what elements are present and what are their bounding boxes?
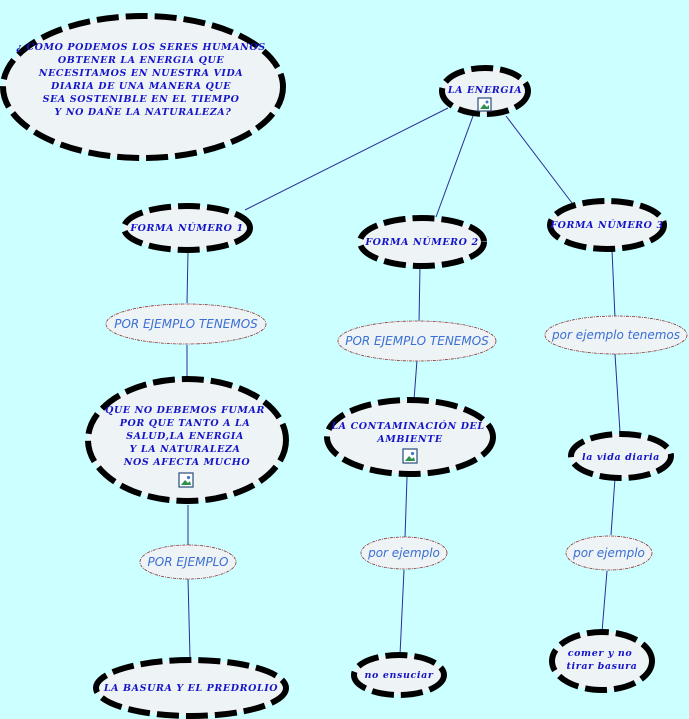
form-3-node[interactable]: FORMA NÚMERO 3: [547, 198, 667, 252]
form-1-link-2-label: POR EJEMPLO: [148, 555, 229, 569]
form-1-link-2[interactable]: POR EJEMPLO: [139, 544, 237, 580]
form-2-leaf-text: no ensuciar: [365, 670, 434, 681]
connector-link2-leaf3: [601, 570, 608, 633]
connector-link2-leaf1: [187, 577, 191, 659]
form-1-leaf-text: LA BASURA Y EL PREDROLIO: [103, 683, 278, 694]
connector-link1-concept3: [614, 353, 621, 433]
connector-link1-concept2: [413, 359, 418, 401]
form-2-link-2[interactable]: por ejemplo: [360, 536, 448, 570]
image-icon[interactable]: [178, 472, 194, 488]
form-3-concept-node[interactable]: la vida diaria: [568, 431, 674, 481]
form-2-link-2-label: por ejemplo: [367, 546, 440, 560]
form-3-link-1[interactable]: por ejemplo tenemos: [544, 315, 688, 355]
connector-root-form3: [505, 115, 573, 204]
root-label: LA ENERGIA: [447, 85, 522, 96]
form-3-leaf-text: comer y no tirar basura: [567, 648, 638, 672]
connector-form3-link1: [611, 249, 616, 319]
connector-root-form1: [244, 107, 449, 211]
form-3-link-2[interactable]: por ejemplo: [565, 535, 653, 571]
form-1-concept-node[interactable]: QUE NO DEBEMOS FUMAR POR QUE TANTO A LA …: [85, 376, 289, 504]
form-3-label: FORMA NÚMERO 3: [549, 219, 663, 231]
image-icon[interactable]: [402, 448, 418, 464]
connector-root-form2: [435, 115, 474, 218]
form-1-label: FORMA NÚMERO 1: [129, 222, 243, 234]
connectors: [186, 107, 621, 659]
connector-link2-leaf2: [399, 569, 405, 656]
form-3-concept-text: la vida diaria: [582, 452, 660, 463]
form-2-concept-node[interactable]: LA CONTAMINACIÓN DEL AMBIENTE: [324, 397, 496, 477]
focus-question-text: ¿ COMO PODEMOS LOS SERES HUMANOS OBTENER…: [15, 42, 269, 118]
connector-concept3-link2: [610, 477, 616, 536]
form-1-node[interactable]: FORMA NÚMERO 1: [121, 203, 253, 253]
form-2-link-1-label: POR EJEMPLO TENEMOS: [345, 334, 489, 348]
connector-form1-link1: [186, 251, 189, 304]
connector-concept2-link2: [404, 476, 408, 539]
form-2-concept-text: LA CONTAMINACIÓN DEL AMBIENTE: [330, 420, 488, 445]
form-2-node[interactable]: FORMA NÚMERO 2: [357, 215, 487, 269]
root-node[interactable]: LA ENERGIA: [439, 65, 531, 117]
form-1-leaf-node[interactable]: LA BASURA Y EL PREDROLIO: [93, 657, 289, 719]
form-1-concept-text: QUE NO DEBEMOS FUMAR POR QUE TANTO A LA …: [105, 405, 269, 468]
image-icon[interactable]: [477, 97, 492, 112]
form-3-link-1-label: por ejemplo tenemos: [551, 328, 680, 342]
form-3-leaf-node[interactable]: comer y no tirar basura: [549, 629, 655, 693]
form-2-link-1[interactable]: POR EJEMPLO TENEMOS: [337, 320, 497, 362]
connector-form2-link1: [418, 265, 421, 324]
form-2-leaf-node[interactable]: no ensuciar: [351, 652, 447, 698]
focus-question-node[interactable]: ¿ COMO PODEMOS LOS SERES HUMANOS OBTENER…: [0, 13, 286, 161]
form-1-link-1-label: POR EJEMPLO TENEMOS: [114, 317, 258, 331]
form-3-link-2-label: por ejemplo: [572, 546, 645, 560]
form-1-link-1[interactable]: POR EJEMPLO TENEMOS: [105, 303, 267, 345]
form-2-label: FORMA NÚMERO 2: [364, 236, 478, 248]
